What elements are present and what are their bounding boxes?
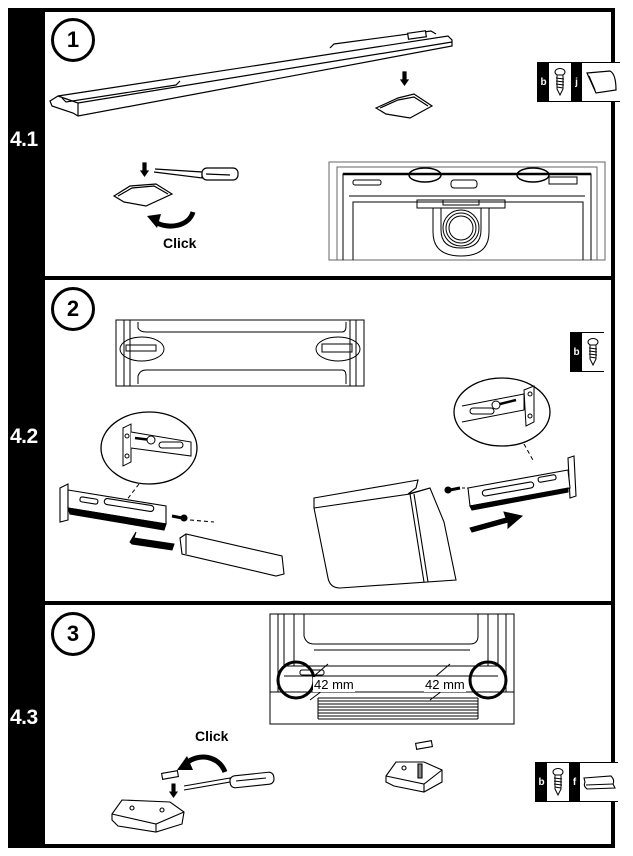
screw-icon — [549, 63, 571, 101]
parts-legend-4-2: b — [570, 332, 604, 372]
click-label: Click — [195, 728, 229, 744]
section-divider — [8, 276, 615, 280]
measurement-right: 42 mm — [424, 677, 466, 692]
measurement-left: 42 mm — [313, 677, 355, 692]
part-tag-j: j — [571, 63, 582, 101]
cover-cap-icon — [580, 763, 618, 801]
part-tag-b: b — [536, 763, 547, 801]
parts-legend-4-3: b f — [535, 762, 618, 802]
section-label-4-1: 4.1 — [10, 128, 38, 151]
base-block-screwdriver-illustration — [110, 770, 280, 836]
left-bracket-assembly-illustration — [56, 484, 296, 584]
part-tag-b: b — [571, 333, 582, 371]
top-rail-illustration — [48, 28, 453, 118]
screw-icon — [582, 333, 604, 371]
step-number-1: 1 — [51, 18, 95, 62]
click-arrow-icon — [177, 748, 235, 778]
door-bracket-location-illustration — [116, 320, 366, 386]
click-label: Click — [163, 235, 197, 251]
cover-plate-screw-illustration — [370, 70, 440, 120]
screwdriver-plate-illustration — [110, 158, 245, 218]
step-number-2: 2 — [51, 287, 95, 331]
left-bracket-detail-magnifier — [99, 410, 199, 486]
section-label-4-3: 4.3 — [10, 706, 38, 729]
cover-plate-icon — [582, 63, 620, 101]
click-arrow-icon — [147, 208, 205, 238]
screw-icon — [547, 763, 569, 801]
right-bracket-detail-magnifier — [452, 376, 552, 448]
fridge-bottom-illustration — [270, 614, 516, 726]
part-tag-b: b — [538, 63, 549, 101]
section-divider — [8, 601, 615, 605]
section-label-4-2: 4.2 — [10, 425, 38, 448]
right-bracket-assembly-illustration — [310, 452, 590, 588]
fridge-top-interior-illustration — [329, 162, 607, 262]
parts-legend-4-1: b j — [537, 62, 620, 102]
step-number-3: 3 — [51, 612, 95, 656]
part-tag-f: f — [569, 763, 580, 801]
section-sidebar — [8, 8, 45, 848]
base-block-assembled-illustration — [384, 740, 454, 796]
